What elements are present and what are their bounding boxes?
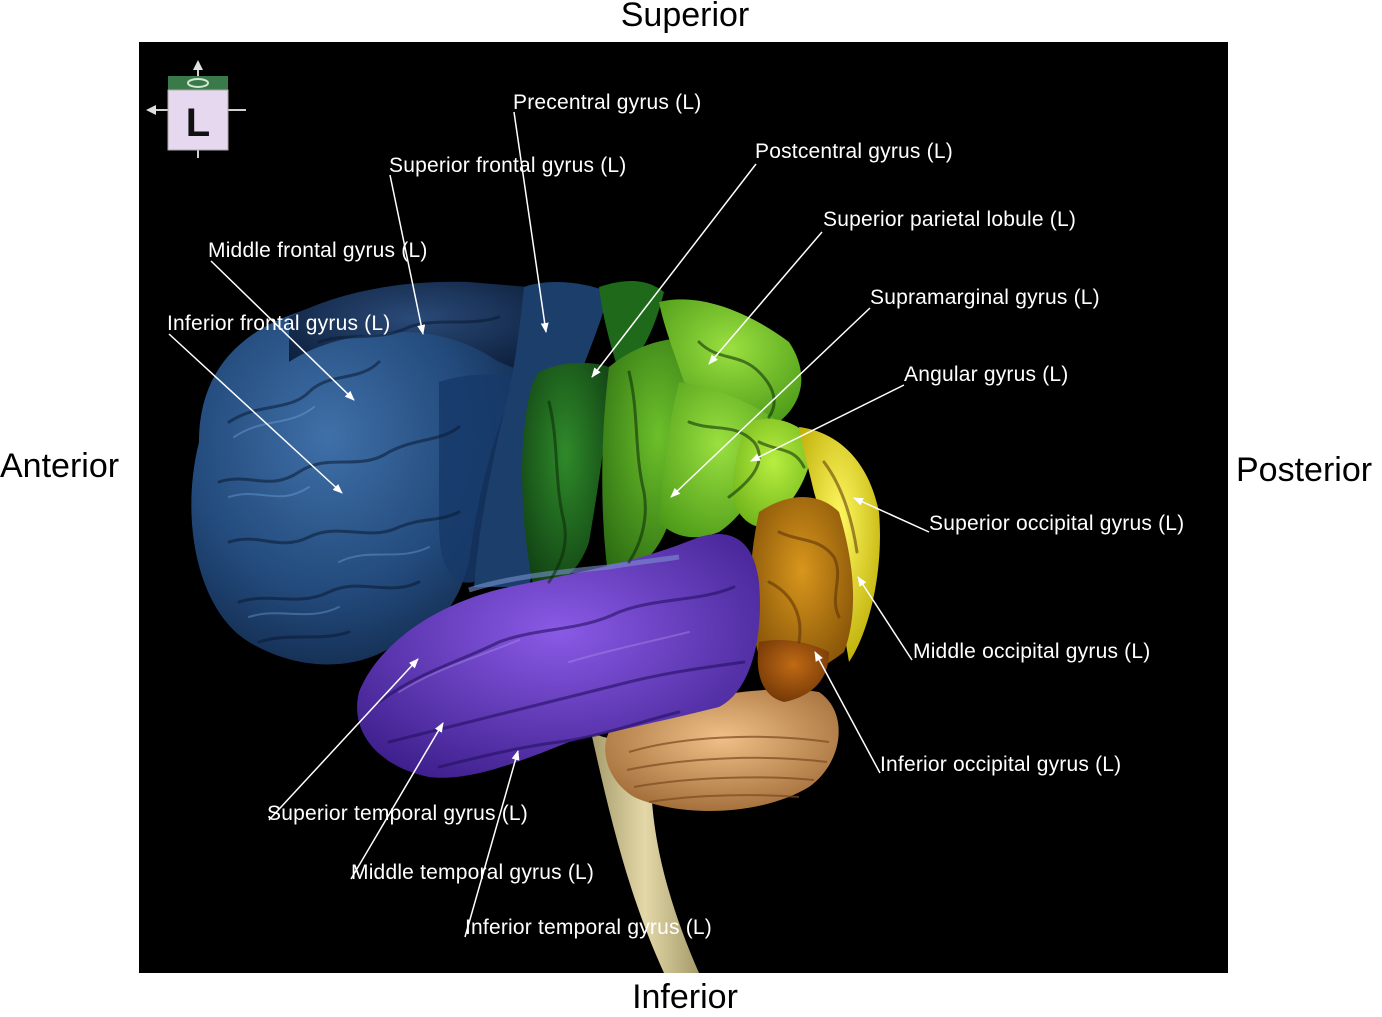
label-superior-parietal-lobule: Superior parietal lobule (L) [823,208,1077,231]
arrow-up-icon [193,60,203,70]
label-superior-temporal-gyrus: Superior temporal gyrus (L) [267,802,528,825]
orientation-posterior: Posterior [1236,451,1373,489]
cube-face-letter: L [186,101,210,145]
pointer-lines [168,111,930,938]
label-superior-frontal-gyrus: Superior frontal gyrus (L) [389,154,627,177]
pointer-middle-temporal [350,722,444,880]
cube-front-face [167,89,229,151]
cerebellum-folia [626,735,830,803]
label-inferior-temporal-gyrus: Inferior temporal gyrus (L) [465,916,712,939]
inferior-occipital-gyrus [757,640,829,702]
gyral-texture [217,315,859,769]
cube-top-face [168,76,228,90]
arrow-left-icon [146,105,156,115]
label-superior-occipital-gyrus: Superior occipital gyrus (L) [929,512,1185,535]
precentral-gyrus-green [522,362,609,590]
pointer-inferior-temporal [464,750,520,938]
brainstem [591,732,699,973]
superior-parietal-lobule [659,299,802,422]
label-middle-temporal-gyrus: Middle temporal gyrus (L) [351,861,595,884]
pointer-inferior-frontal [168,333,343,494]
pointer-angular [750,384,905,462]
label-precentral-gyrus: Precentral gyrus (L) [513,91,702,114]
3d-viewport[interactable]: L Precentral gyrus (L) Superior frontal … [139,42,1228,973]
pointer-supramarginal [670,307,871,498]
orientation-inferior: Inferior [632,978,738,1016]
lateral-sulcus [468,554,680,593]
view-orientation-cube[interactable]: L [146,60,246,160]
label-supramarginal-gyrus: Supramarginal gyrus (L) [870,286,1100,309]
pointer-superior-occipital [853,497,930,533]
brain-scene [168,111,930,973]
label-inferior-frontal-gyrus: Inferior frontal gyrus (L) [167,312,391,335]
middle-occipital-gyrus [750,497,854,682]
angular-gyrus [732,418,814,527]
label-middle-frontal-gyrus: Middle frontal gyrus (L) [208,239,428,262]
orientation-superior: Superior [620,0,750,34]
label-inferior-occipital-gyrus: Inferior occipital gyrus (L) [880,753,1122,776]
pointer-precentral [513,111,549,333]
orientation-anterior: Anterior [0,447,120,485]
label-angular-gyrus: Angular gyrus (L) [904,363,1069,386]
pointer-postcentral [591,163,757,378]
pointer-inferior-occipital [814,651,881,774]
pointer-superior-frontal [389,174,426,335]
label-middle-occipital-gyrus: Middle occipital gyrus (L) [913,640,1151,663]
pointer-superior-temporal [268,658,419,821]
pointer-middle-frontal [210,260,355,401]
pointer-superior-parietal [708,231,823,365]
label-postcentral-gyrus: Postcentral gyrus (L) [755,140,953,163]
pointer-middle-occipital [857,576,913,661]
